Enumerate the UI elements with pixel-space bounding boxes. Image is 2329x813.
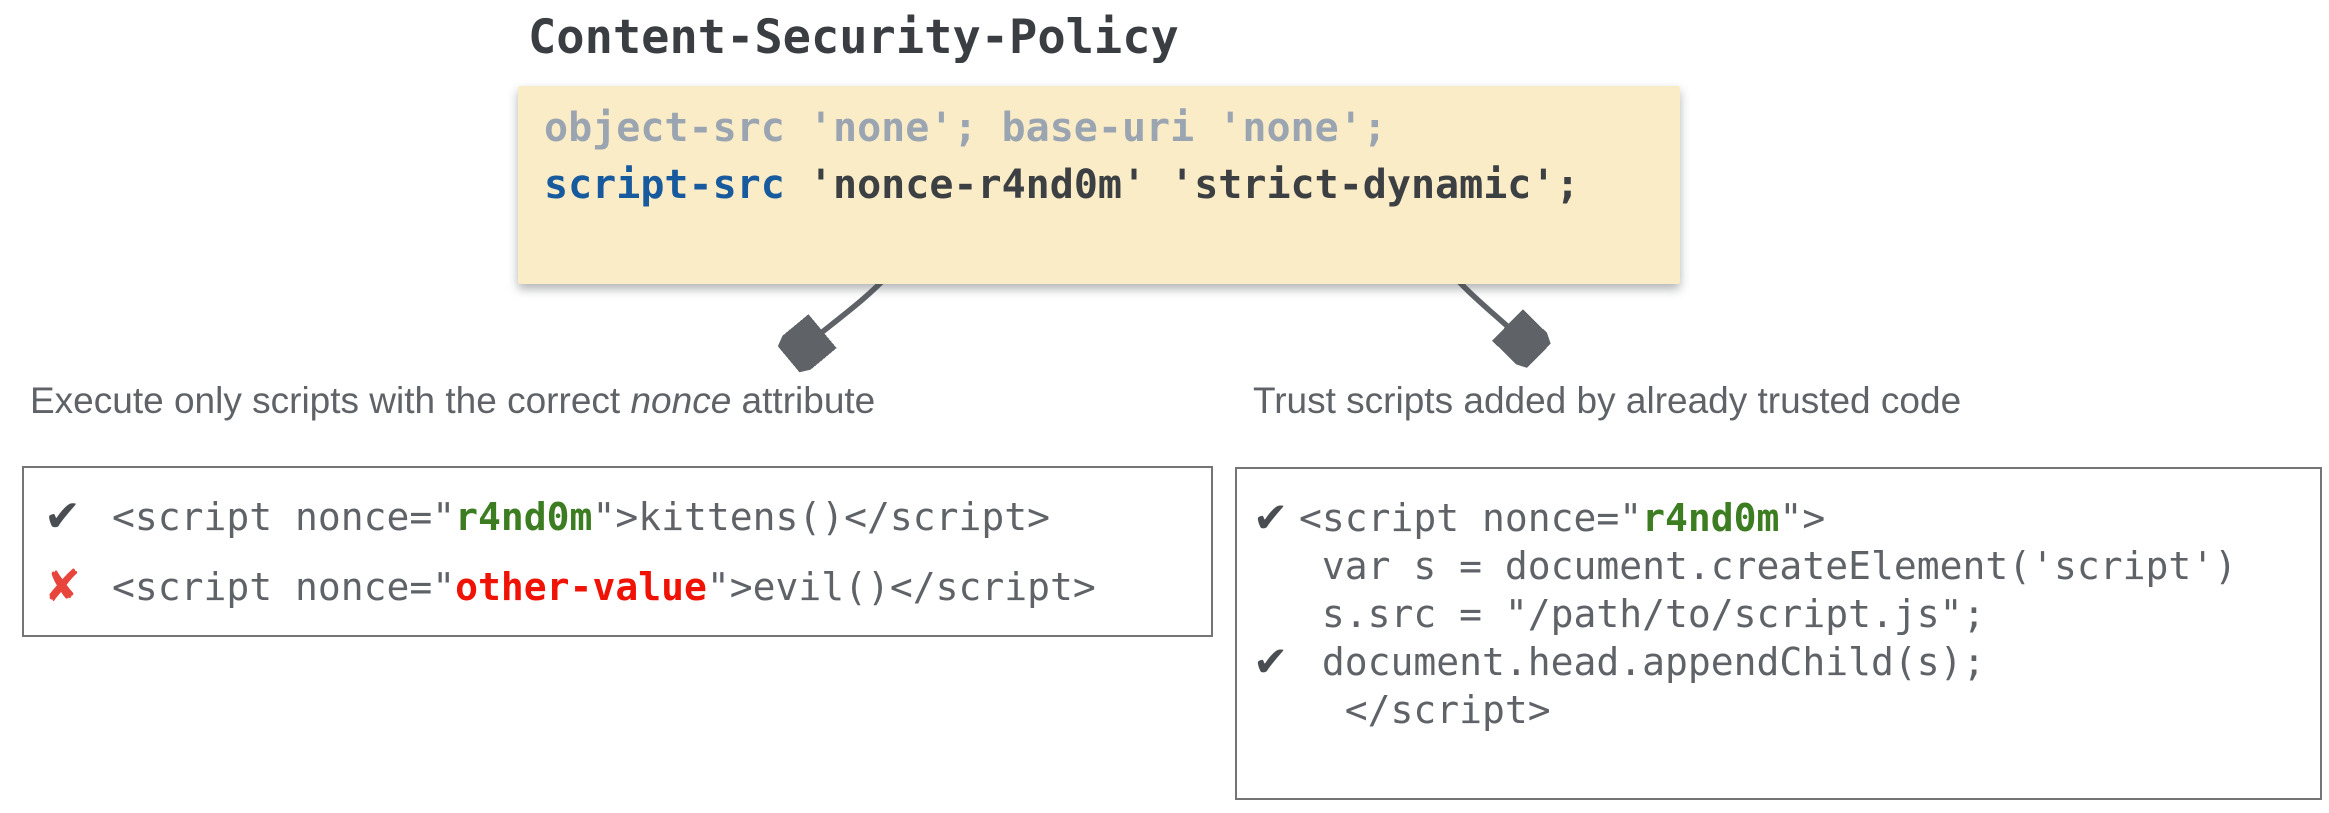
strict-dynamic-example-box: ✔<script nonce="r4nd0m"> var s = documen… xyxy=(1235,467,2322,800)
policy-code-box: object-src 'none'; base-uri 'none'; scri… xyxy=(518,86,1680,284)
code-segment: r4nd0m xyxy=(455,495,593,539)
code-line: ✘ <script nonce="other-value">evil()</scr… xyxy=(44,564,1211,610)
code-line: ✔ <script nonce="r4nd0m">kittens()</scrip… xyxy=(44,494,1211,540)
code-segment: <script nonce=" xyxy=(112,565,456,609)
nonce-caption-before: Execute only scripts with the correct xyxy=(30,380,631,421)
code-segment: document.head.appendChild(s); xyxy=(1299,640,1986,684)
nonce-example-box: ✔<script nonce="r4nd0m">kittens()</scrip… xyxy=(22,466,1213,637)
code-line: </script> xyxy=(1253,686,2320,734)
check-icon: ✔ xyxy=(44,491,81,542)
code-segment: other-value xyxy=(455,565,707,609)
code-segment: <script nonce=" xyxy=(112,495,456,539)
code-segment: ">kittens()</script> xyxy=(592,495,1051,539)
script-src-directive: script-src xyxy=(544,162,785,208)
policy-line-other-directives: object-src 'none'; base-uri 'none'; xyxy=(544,105,1387,151)
nonce-caption: Execute only scripts with the correct no… xyxy=(30,380,875,422)
nonce-caption-italic: nonce xyxy=(630,380,732,421)
page-title: Content-Security-Policy xyxy=(528,10,1179,65)
code-segment: r4nd0m xyxy=(1642,496,1780,540)
code-segment: "> xyxy=(1779,496,1826,540)
code-segment: ">evil()</script> xyxy=(706,565,1096,609)
check-icon: ✔ xyxy=(1253,637,1289,686)
nonce-caption-after: attribute xyxy=(731,380,876,421)
policy-line-script-src: script-src 'nonce-r4nd0m' 'strict-dynami… xyxy=(544,157,1680,214)
script-src-values: 'nonce-r4nd0m' 'strict-dynamic'; xyxy=(784,162,1580,208)
code-line: ✔<script nonce="r4nd0m"> xyxy=(1253,494,2320,542)
code-segment: <script nonce=" xyxy=(1299,496,1643,540)
code-line: var s = document.createElement('script') xyxy=(1253,542,2320,590)
check-icon: ✔ xyxy=(1253,493,1289,542)
code-segment: var s = document.createElement('script') xyxy=(1299,544,2237,588)
code-line: s.src = "/path/to/script.js"; xyxy=(1253,590,2320,638)
strict-dynamic-caption: Trust scripts added by already trusted c… xyxy=(1253,380,1962,421)
code-segment: </script> xyxy=(1299,688,1551,732)
cross-icon: ✘ xyxy=(44,561,81,612)
code-line: ✔ document.head.appendChild(s); xyxy=(1253,638,2320,686)
code-segment: s.src = "/path/to/script.js"; xyxy=(1299,592,1986,636)
